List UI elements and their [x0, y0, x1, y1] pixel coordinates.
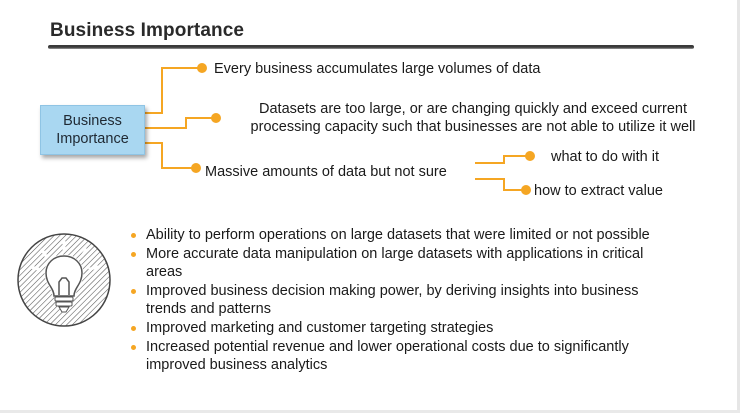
bullet-dot [131, 252, 136, 257]
list-item-text: More accurate data manipulation on large… [146, 246, 644, 262]
branch-2-line-1: Datasets are too large, or are changing … [259, 101, 687, 117]
connector-child-1 [475, 155, 526, 164]
list-item-text: Improved marketing and customer targetin… [146, 320, 494, 336]
connector-branch-2 [143, 117, 212, 129]
bullet-dot [131, 345, 136, 350]
list-item-text: Increased potential revenue and lower op… [146, 339, 629, 355]
lightbulb-icon [17, 233, 111, 327]
list-item-text-continued: improved business analytics [146, 357, 328, 373]
node-dot-branch-3 [191, 163, 201, 173]
list-item: Improved marketing and customer targetin… [131, 319, 721, 337]
list-item-text-continued: trends and patterns [146, 301, 271, 317]
bullet-dot [131, 289, 136, 294]
slide-right-border [737, 0, 740, 413]
connector-branch-1 [143, 67, 198, 114]
list-item-text-continued: areas [146, 264, 183, 280]
list-item-text: Improved business decision making power,… [146, 283, 639, 299]
branch-2-label: Datasets are too large, or are changing … [228, 100, 718, 136]
benefits-list: Ability to perform operations on large d… [131, 226, 721, 375]
root-node-business-importance: Business Importance [40, 105, 145, 155]
branch-2-line-2: processing capacity such that businesses… [250, 119, 696, 135]
node-dot-branch-1 [197, 63, 207, 73]
root-node-line-1: Business [63, 113, 122, 129]
child-2-label: how to extract value [534, 183, 663, 199]
list-item: Ability to perform operations on large d… [131, 226, 721, 244]
bullet-dot [131, 326, 136, 331]
child-1-label: what to do with it [551, 149, 659, 165]
branch-1-label: Every business accumulates large volumes… [214, 61, 541, 77]
node-dot-child-1 [525, 151, 535, 161]
slide-bottom-border [0, 410, 740, 413]
node-dot-branch-2 [211, 113, 221, 123]
node-dot-child-2 [521, 185, 531, 195]
connector-branch-3 [143, 142, 192, 169]
slide-title: Business Importance [50, 20, 245, 41]
list-item-text: Ability to perform operations on large d… [146, 227, 650, 243]
title-underline [48, 45, 694, 49]
list-item: Improved business decision making power,… [131, 282, 721, 318]
branch-3-label: Massive amounts of data but not sure [205, 164, 447, 180]
root-node-line-2: Importance [56, 131, 129, 147]
list-item: Increased potential revenue and lower op… [131, 338, 721, 374]
list-item: More accurate data manipulation on large… [131, 245, 721, 281]
bullet-dot [131, 233, 136, 238]
connector-child-2 [475, 178, 522, 191]
